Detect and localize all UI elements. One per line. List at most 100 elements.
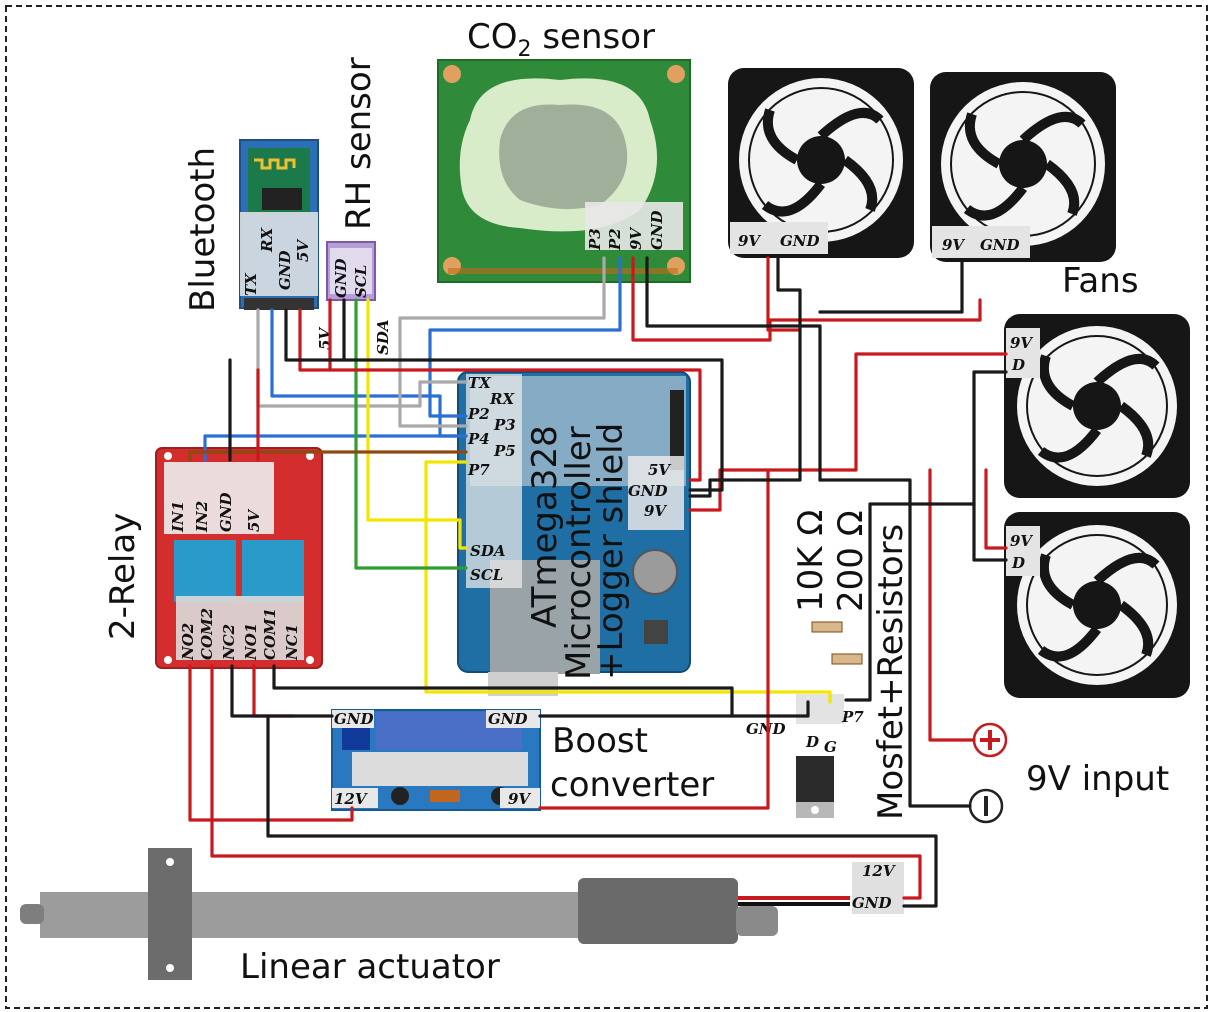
relay-board — [155, 447, 323, 669]
wire-brown-relay — [188, 450, 468, 462]
boost-label-line2: converter — [550, 765, 714, 805]
fans-label: Fans — [1062, 261, 1139, 301]
mc-pin-sda: SDA — [470, 542, 505, 560]
bt-pin-gnd: GND — [276, 250, 294, 290]
wire-red-fan1 — [766, 256, 802, 332]
fan4-pin-9v: 9V — [1010, 532, 1033, 550]
resistor-10k-label: 10K Ω — [791, 510, 831, 612]
mc-pin-p3: P3 — [493, 416, 516, 434]
mc-pin-rx: RX — [489, 390, 515, 408]
mc-pin-p4: P4 — [467, 430, 490, 448]
relay-pin-in1: IN1 — [169, 501, 187, 533]
fan3-pin-9v: 9V — [1010, 334, 1033, 352]
wire-blue-co2-p2 — [428, 256, 622, 418]
resistor-200-label: 200 Ω — [831, 510, 871, 612]
wire-red-relay-no2 — [188, 664, 354, 822]
rh-pin-sda: SDA — [374, 320, 392, 355]
wire-black-fan2 — [818, 260, 964, 314]
co2-pin-gnd: GND — [648, 210, 666, 250]
wire-black-fan1 — [688, 256, 802, 498]
relay-pin-no2: NO2 — [179, 623, 197, 661]
bt-pin-tx: TX — [242, 272, 260, 296]
mc-pin-p7: P7 — [467, 461, 490, 479]
fan-1 — [728, 68, 914, 258]
rh-pin-gnd: GND — [332, 258, 350, 298]
boost-label-line1: Boost — [552, 721, 648, 761]
rh-sensor-label: RH sensor — [339, 57, 379, 230]
co2-sensor — [437, 59, 691, 283]
rh-pin-scl: SCL — [352, 265, 370, 298]
input-negative-terminal — [968, 788, 1004, 824]
boost-pin-9v: 9V — [508, 790, 531, 808]
mc-pin-tx: TX — [468, 374, 492, 392]
mc-pin-p2: P2 — [467, 405, 490, 423]
fan1-pin-gnd: GND — [780, 232, 820, 250]
linear-actuator — [20, 848, 904, 980]
wire-gray-co2-p3 — [398, 256, 606, 428]
actuator-label: Linear actuator — [240, 947, 500, 987]
mosfet-pin-p7: P7 — [841, 708, 864, 726]
mosfet-pin-d: D — [805, 733, 819, 751]
microcontroller-board — [457, 371, 691, 696]
wire-red-fan4 — [984, 468, 1008, 550]
fan1-pin-9v: 9V — [738, 232, 761, 250]
wire-yellow-sda — [366, 298, 468, 550]
wire-red-fan3 — [688, 352, 1008, 512]
mc-label-line2: Microcontroller — [559, 426, 599, 680]
bluetooth-module — [239, 139, 319, 310]
relay-pin-com2: COM2 — [198, 608, 216, 660]
wires — [188, 256, 1008, 908]
relay-pin-5v: 5V — [245, 509, 263, 532]
mosfet-label: Mosfet+Resistors — [871, 524, 911, 820]
wire-black-boost-gnd — [538, 700, 810, 718]
mc-label-line3: +Logger shield — [591, 423, 631, 680]
boost-converter — [331, 709, 541, 811]
fan-2 — [930, 72, 1116, 262]
fan4-pin-d: D — [1011, 554, 1025, 572]
rh-sensor — [326, 241, 376, 301]
boost-pin-gnd-left: GND — [334, 710, 374, 728]
wire-gray-bt-tx — [256, 308, 468, 408]
boost-pin-gnd-right: GND — [488, 710, 528, 728]
wire-green-scl — [354, 298, 468, 570]
wire-red-5v — [298, 308, 702, 482]
fan-3 — [1004, 314, 1190, 498]
co2-pin-p3: P3 — [586, 228, 604, 251]
mc-pin-scl: SCL — [470, 566, 503, 584]
dashed-border — [5, 5, 1208, 1009]
input-label: 9V input — [1026, 759, 1169, 799]
actuator-pin-12v: 12V — [862, 862, 896, 880]
wire-red-input — [928, 468, 976, 742]
mosfet-resistors — [796, 621, 863, 818]
wire-yellow-p7 — [424, 460, 832, 704]
relay-pin-nc2: NC2 — [220, 624, 238, 661]
wire-black-relay-com1 — [272, 664, 734, 718]
mosfet-pin-gnd: GND — [746, 720, 786, 738]
wire-red-boost — [538, 468, 770, 810]
relay-pin-in2: IN2 — [193, 501, 211, 533]
bt-pin-5v: 5V — [294, 239, 312, 262]
boost-pin-12v: 12V — [334, 790, 368, 808]
fan-4 — [1004, 512, 1190, 698]
mc-pin-9v: 9V — [644, 502, 667, 520]
co2-sensor-label: CO2 sensor — [467, 17, 655, 62]
wire-black-fan-mos — [844, 502, 976, 702]
bluetooth-label: Bluetooth — [183, 147, 223, 312]
co2-pin-p2: P2 — [606, 228, 624, 251]
fan3-pin-d: D — [1011, 356, 1025, 374]
mc-pin-gnd: GND — [628, 482, 668, 500]
relay-label: 2-Relay — [103, 513, 143, 640]
mc-pin-5v: 5V — [648, 461, 671, 479]
wire-black-relay-nc2 — [230, 664, 334, 718]
relay-pin-gnd: GND — [217, 492, 235, 532]
mc-label-line1: ATmega328 — [525, 425, 565, 628]
actuator-pin-gnd: GND — [852, 894, 892, 912]
wire-black-input — [818, 478, 972, 808]
co2-pin-9v: 9V — [627, 227, 645, 250]
input-positive-terminal — [972, 722, 1008, 758]
mosfet-pin-g: G — [824, 738, 837, 756]
wire-black-fan3 — [972, 370, 1008, 562]
wire-black-co2-gnd — [645, 256, 822, 482]
